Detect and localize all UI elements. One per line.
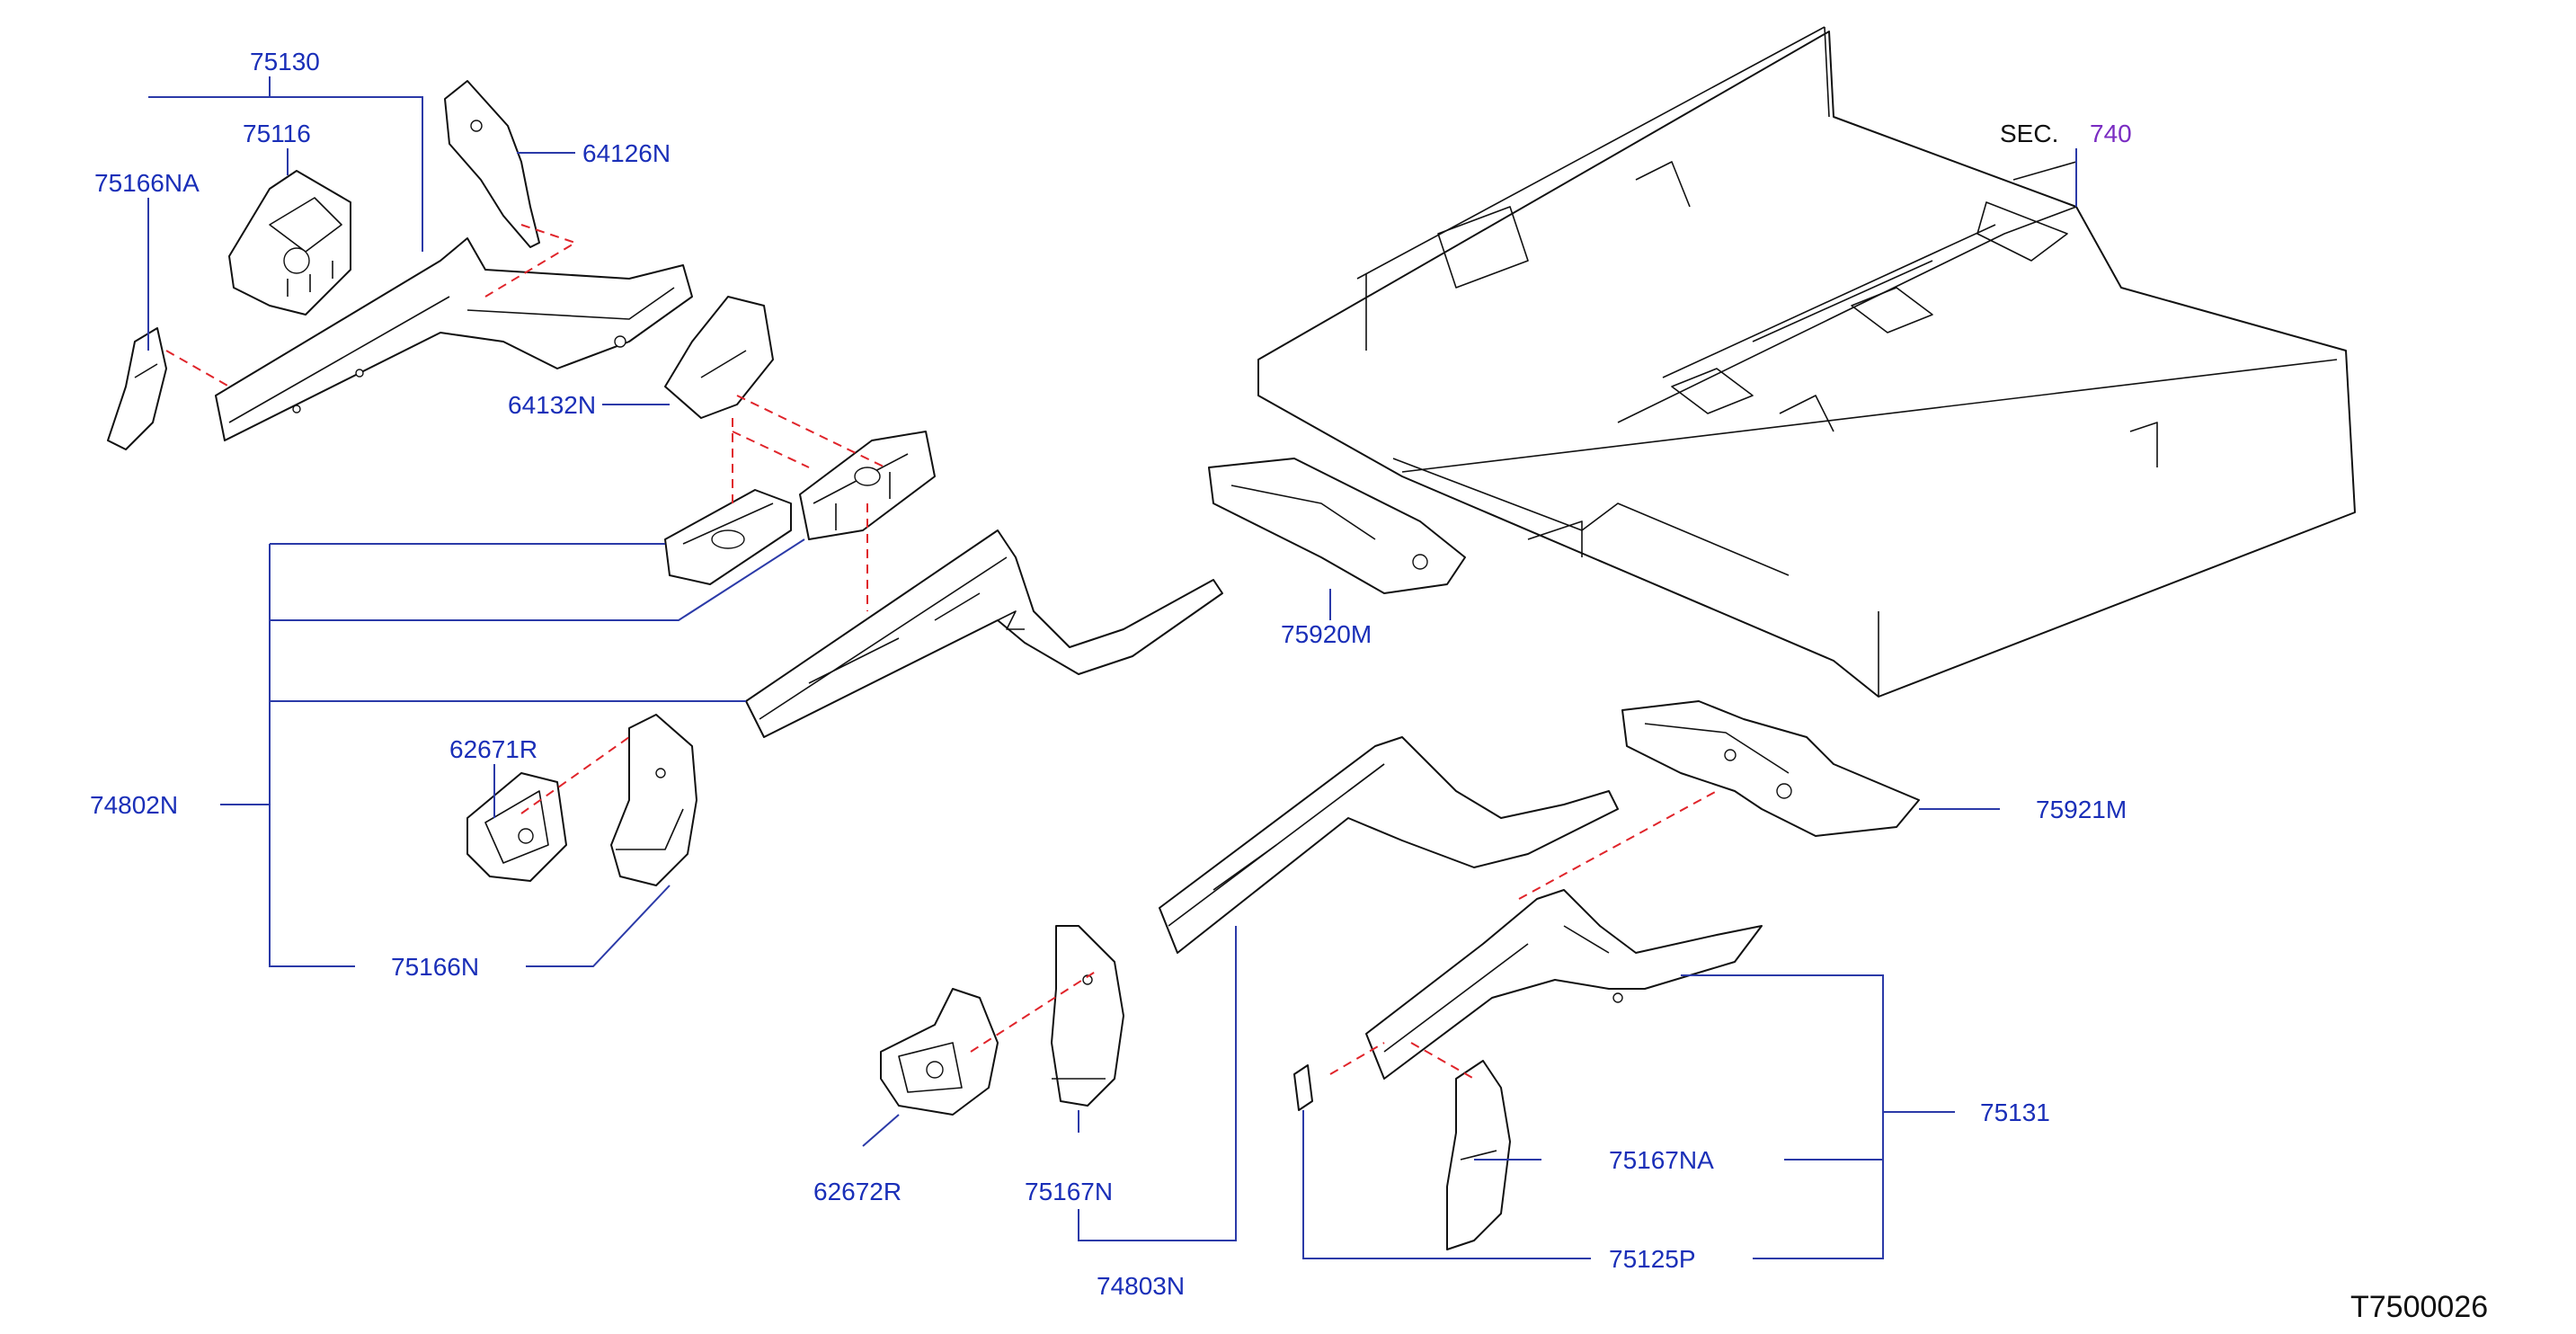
label-75167N: 75167N <box>1025 1178 1113 1205</box>
label-75125P: 75125P <box>1609 1245 1696 1273</box>
bracket-75167N-illustration <box>1051 925 1124 1107</box>
leader-lines <box>147 76 2077 1259</box>
bracket-75920M-illustration <box>1208 458 1466 594</box>
floor-pan-illustration <box>1257 26 2356 698</box>
front-side-member-illustration <box>107 80 774 450</box>
label-75920M: 75920M <box>1281 620 1372 648</box>
part-labels: 75130 75116 75166NA 64126N 64132N 74802N… <box>90 48 2488 1324</box>
label-75130: 75130 <box>250 48 320 76</box>
label-62671R: 62671R <box>449 735 537 763</box>
label-75921M: 75921M <box>2036 796 2127 823</box>
label-75131: 75131 <box>1980 1098 2050 1126</box>
section-prefix: SEC. <box>2000 120 2058 147</box>
label-75167NA: 75167NA <box>1609 1146 1714 1174</box>
drawing-number: T7500026 <box>2350 1290 2488 1324</box>
label-64126N: 64126N <box>582 139 671 167</box>
front-member-assembly-illustration <box>466 431 1223 886</box>
section-number: 740 <box>2090 120 2132 147</box>
member-75131-illustration <box>1293 889 1763 1250</box>
label-75116: 75116 <box>243 120 311 147</box>
bracket-62672R-illustration <box>880 988 999 1116</box>
member-74803N-illustration <box>1159 736 1619 954</box>
label-62672R: 62672R <box>813 1178 902 1205</box>
label-75166NA: 75166NA <box>94 169 200 197</box>
assembly-dashed-lines <box>165 224 1718 1080</box>
bracket-75921M-illustration <box>1621 700 1920 837</box>
label-74802N: 74802N <box>90 791 178 819</box>
label-74803N: 74803N <box>1097 1272 1185 1300</box>
label-75166N: 75166N <box>391 953 479 981</box>
label-64132N: 64132N <box>508 391 596 419</box>
